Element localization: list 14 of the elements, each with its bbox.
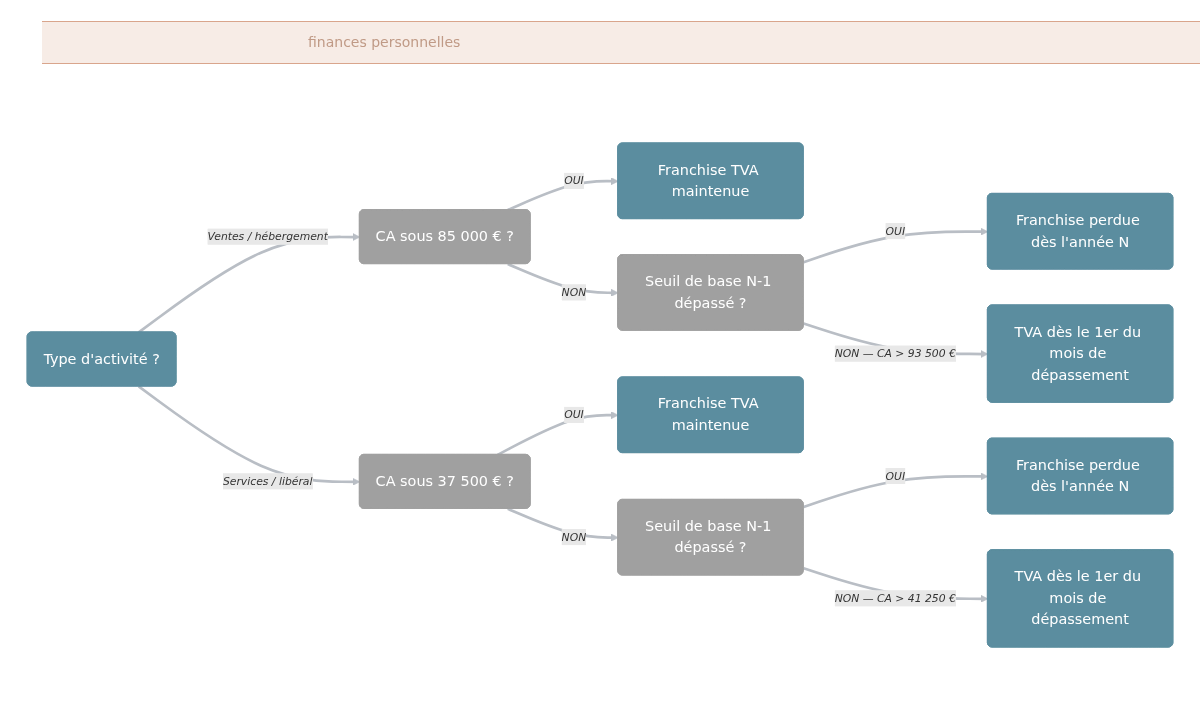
edge-label: OUI <box>885 224 906 238</box>
edge-label: NON — CA > 93 500 € <box>834 347 956 360</box>
edge-label: OUI <box>885 469 906 483</box>
arrow <box>803 472 989 509</box>
edge-label: NON <box>561 286 587 299</box>
edge-label: NON <box>561 530 587 544</box>
edge-label: OUI <box>564 174 584 188</box>
subtitle-text: finances personnelles <box>308 34 461 50</box>
arrow <box>137 385 361 486</box>
arrow <box>803 227 989 264</box>
edge-label: NON — CA > 41 250 € <box>834 592 956 605</box>
edge-label: OUI <box>564 408 584 422</box>
edge-label: Services / libéral <box>222 475 313 488</box>
edge-label: Ventes / hébergement <box>207 230 328 243</box>
